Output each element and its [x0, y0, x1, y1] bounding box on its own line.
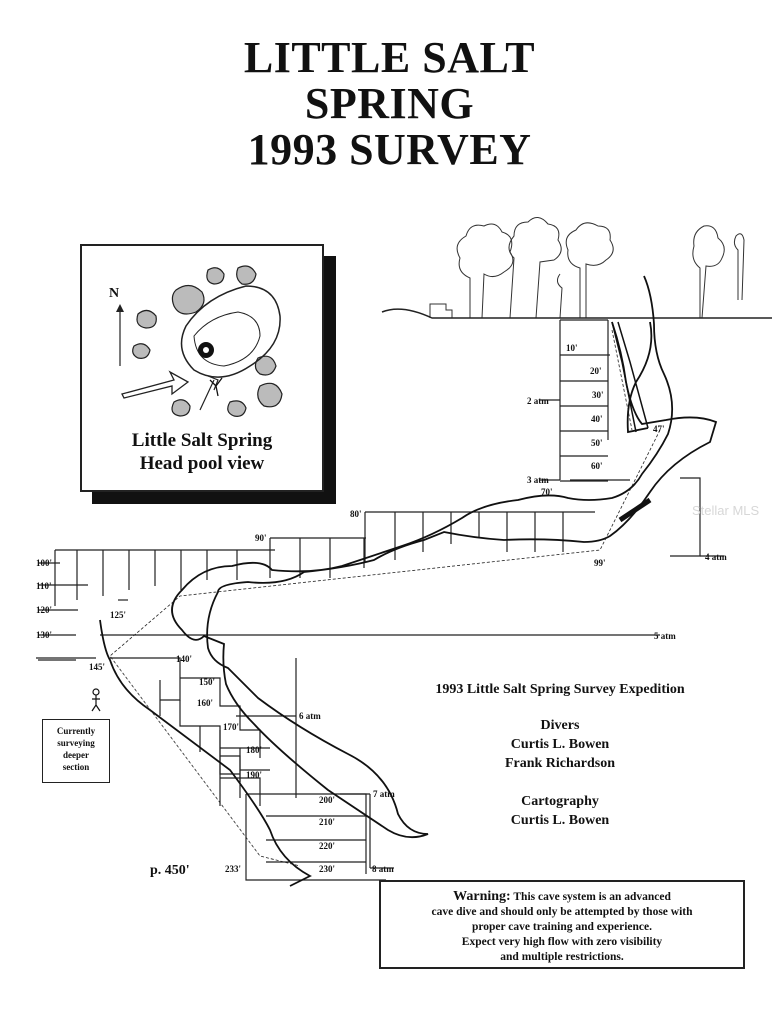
- surveying-note-line: deeper: [63, 750, 89, 760]
- depth-label-60: 60': [591, 461, 603, 471]
- depth-label-180: 180': [246, 745, 263, 755]
- warning-box: Warning: This cave system is an advanced…: [379, 880, 745, 969]
- depth-label-47: 47': [653, 424, 665, 434]
- depth-label-40: 40': [591, 414, 603, 424]
- depth-label-110: 110': [36, 581, 52, 591]
- title-line-2: SPRING: [304, 79, 475, 128]
- depth-label-125: 125': [110, 610, 127, 620]
- depth-label-210: 210': [319, 817, 336, 827]
- inset-caption-1: Little Salt Spring: [131, 430, 273, 451]
- depth-label-230: 230': [319, 864, 336, 874]
- pressure-label-4: 4 atm: [705, 552, 727, 562]
- diver-name-2: Frank Richardson: [504, 756, 616, 771]
- pressure-label-8: 8 atm: [372, 864, 394, 874]
- depth-label-220: 220': [319, 841, 336, 851]
- pressure-label-5: 5 atm: [654, 631, 676, 641]
- watermark: Stellar MLS: [692, 503, 760, 518]
- depth-label-80: 80': [350, 509, 362, 519]
- warning-line-4: Expect very high flow with zero visibili…: [461, 936, 663, 948]
- depth-label-145: 145': [89, 662, 106, 672]
- depth-label-170: 170': [223, 722, 240, 732]
- expedition-title: 1993 Little Salt Spring Survey Expeditio…: [435, 682, 685, 697]
- depth-label-90: 90': [255, 533, 267, 543]
- depth-label-99: 99': [594, 558, 606, 568]
- diver-figure: [91, 688, 101, 712]
- depth-label-50: 50': [591, 438, 603, 448]
- depth-label-10: 10': [566, 343, 578, 353]
- depth-label-190: 190': [246, 770, 263, 780]
- surface-trees: [429, 217, 745, 319]
- depth-label-200: 200': [319, 795, 336, 805]
- surveying-note-line: section: [62, 762, 90, 772]
- depth-label-70: 70': [541, 487, 553, 497]
- warning-line-5: and multiple restrictions.: [500, 951, 624, 963]
- depth-label-130: 130': [36, 630, 53, 640]
- depth-label-120: 120': [36, 605, 53, 615]
- north-label: N: [109, 286, 120, 301]
- warning-label: Warning:: [453, 889, 511, 904]
- pressure-label-6: 6 atm: [299, 711, 321, 721]
- head-pool-map: [116, 265, 283, 417]
- warning-line-2: cave dive and should only be attempted b…: [431, 906, 693, 918]
- depth-label-30: 30': [592, 390, 604, 400]
- title-line-3: 1993 SURVEY: [247, 125, 532, 174]
- depth-label-233: 233': [225, 864, 242, 874]
- pressure-label-3: 3 atm: [527, 475, 549, 485]
- pressure-label-7: 7 atm: [373, 789, 395, 799]
- surveying-note-line: Currently: [56, 726, 96, 736]
- depth-label-160: 160': [197, 698, 214, 708]
- depth-label-100: 100': [36, 558, 53, 568]
- cartographer-name: Curtis L. Bowen: [510, 813, 610, 828]
- deep-penetration-label: p. 450': [150, 863, 190, 878]
- surveying-note-line: surveying: [57, 738, 95, 748]
- inset-caption-2: Head pool view: [139, 453, 265, 474]
- depth-label-150: 150': [199, 677, 216, 687]
- warning-line-3: proper cave training and experience.: [471, 921, 653, 933]
- depth-label-20: 20': [590, 366, 602, 376]
- depth-label-140: 140': [176, 654, 193, 664]
- surveying-note-box: Currently surveying deeper section: [42, 719, 110, 783]
- warning-line-1: This cave system is an advanced: [513, 891, 671, 903]
- depth-grid: [36, 319, 724, 881]
- pressure-label-2: 2 atm: [527, 396, 549, 406]
- cartography-heading: Cartography: [521, 794, 599, 809]
- divers-heading: Divers: [540, 718, 580, 733]
- head-pool-inset: N Little Salt Spring Head pool view: [80, 244, 324, 492]
- diver-name-1: Curtis L. Bowen: [510, 737, 610, 752]
- title-line-1: LITTLE SALT: [243, 33, 536, 82]
